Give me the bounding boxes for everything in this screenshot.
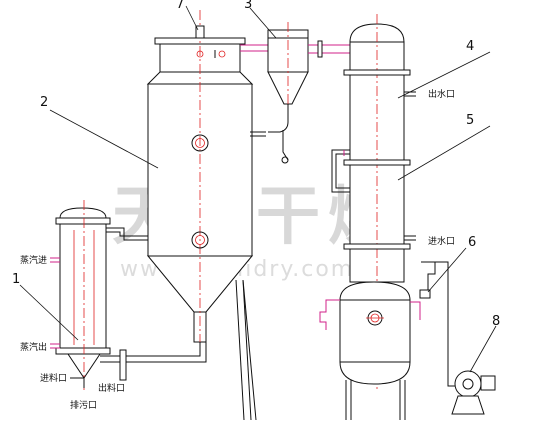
leader-3 — [249, 7, 277, 39]
callout-leaders — [19, 5, 497, 373]
leader-2 — [49, 109, 159, 169]
main-evaporator — [146, 10, 268, 421]
label-drain: 排污口 — [70, 399, 97, 411]
callout-1: 1 — [12, 272, 20, 287]
tank-body — [339, 299, 411, 363]
leader-4 — [397, 51, 491, 99]
callout-2: 2 — [40, 95, 48, 110]
support-leg-right-outer — [235, 279, 245, 421]
pump-motor — [480, 375, 496, 391]
callout-numbers: 1 2 3 4 5 6 7 8 — [12, 0, 500, 329]
heater-body — [59, 223, 107, 355]
label-steam-in: 蒸汽进 — [20, 254, 47, 266]
pump-base — [451, 395, 485, 415]
leader-6 — [427, 247, 467, 293]
leader-7 — [185, 5, 199, 31]
callout-6: 6 — [468, 235, 476, 250]
leader-1 — [19, 284, 79, 341]
callout-5: 5 — [466, 113, 474, 128]
leader-5 — [397, 125, 491, 181]
callout-4: 4 — [466, 39, 474, 54]
label-feed-in: 进料口 — [40, 372, 67, 384]
leader-8 — [469, 325, 497, 373]
heater-bottom-flange — [55, 347, 111, 355]
sight-glass-upper — [191, 134, 209, 152]
heater — [50, 200, 207, 390]
port-labels: 蒸汽进 蒸汽出 进料口 出料口 排污口 出水口 进水口 — [20, 88, 455, 411]
sight-glass-lower — [191, 231, 209, 249]
callout-7: 7 — [176, 0, 184, 12]
heater-top-dome — [59, 207, 107, 219]
callout-8: 8 — [492, 314, 500, 329]
condenser — [331, 14, 416, 392]
callout-3: 3 — [244, 0, 252, 12]
receiver-tank — [319, 261, 436, 420]
pump-housing — [454, 370, 482, 398]
vent-valve — [195, 25, 205, 39]
separator-cone — [267, 71, 309, 105]
label-water-in: 进水口 — [428, 235, 455, 247]
heater-top-flange — [55, 217, 111, 225]
condenser-flange-1 — [343, 69, 411, 76]
separator — [267, 22, 352, 164]
condenser-flange-3 — [343, 243, 411, 250]
label-water-out: 出水口 — [428, 88, 455, 100]
tank-top-head — [339, 281, 411, 301]
label-discharge: 出料口 — [98, 382, 125, 394]
condenser-flange-2 — [343, 159, 411, 166]
label-steam-out: 蒸汽出 — [20, 341, 47, 353]
vacuum-pump — [435, 261, 496, 415]
tank-bottom-head — [339, 361, 411, 385]
